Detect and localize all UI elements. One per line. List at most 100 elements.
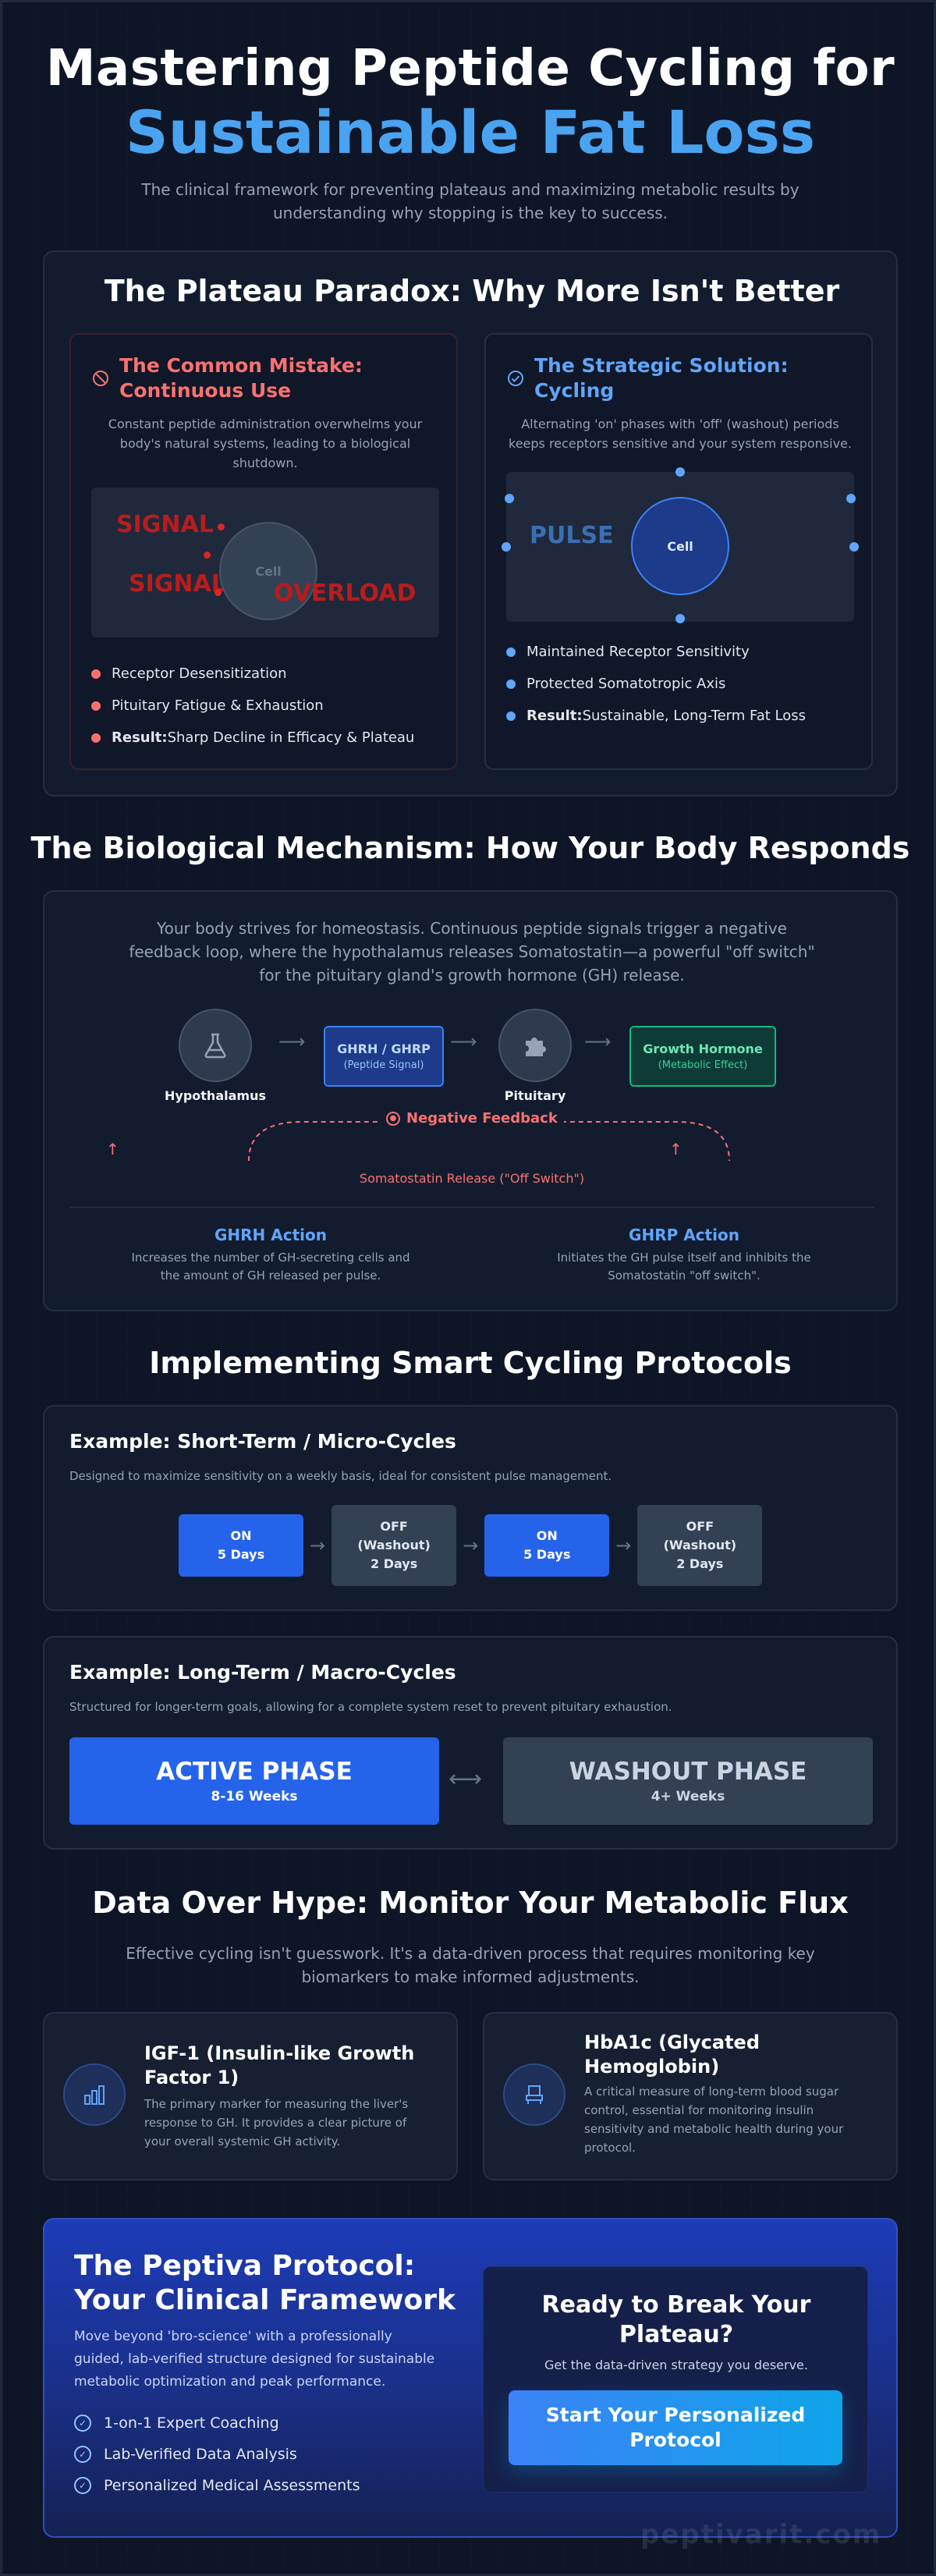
- bullet-dot: [91, 669, 101, 679]
- result-text: Sharp Decline in Efficacy & Plateau: [167, 729, 415, 746]
- step-line: 2 Days: [676, 1556, 724, 1571]
- arrow-right-icon: ⟶: [584, 1031, 612, 1052]
- hero-subtitle-line1: The clinical framework for preventing pl…: [141, 180, 800, 199]
- feature-text: Lab-Verified Data Analysis: [104, 2446, 297, 2463]
- solution-title-line1: The Strategic Solution:: [534, 354, 789, 377]
- somatostatin-label: Somatostatin Release ("Off Switch"): [359, 1171, 585, 1186]
- result-label: Result:: [526, 708, 583, 724]
- cta-desc-line1: Move beyond 'bro-science' with a profess…: [74, 2329, 392, 2344]
- start-protocol-button[interactable]: Start Your Personalized Protocol: [509, 2390, 842, 2465]
- solution-title: The Strategic Solution: Cycling: [534, 353, 789, 403]
- check-circle-icon: [506, 369, 525, 391]
- bullet-text: Receptor Desensitization: [112, 665, 287, 682]
- cta-title-line2: Your Clinical Framework: [74, 2284, 456, 2316]
- negative-feedback-label: ● Negative Feedback: [380, 1110, 564, 1127]
- bullet-text: Protected Somatotropic Axis: [526, 676, 726, 692]
- arrow-right-icon: →: [310, 1535, 326, 1556]
- feature-item: ✓Personalized Medical Assessments: [74, 2477, 360, 2494]
- cell-label: Cell: [667, 538, 693, 554]
- hba1c-desc-line3: sensitivity and metabolic health during …: [584, 2122, 844, 2136]
- minus-circle-icon: ●: [386, 1111, 400, 1126]
- protocols-title: Implementing Smart Cycling Protocols: [149, 1346, 792, 1380]
- cta-features: ✓1-on-1 Expert Coaching ✓Lab-Verified Da…: [74, 2415, 360, 2494]
- arrow-right-icon: →: [615, 1535, 632, 1556]
- mechanism-intro-line3: for the pituitary gland's growth hormone…: [259, 966, 685, 985]
- mistake-desc-line2: body's natural systems, leading to a bio…: [119, 436, 411, 451]
- mistake-desc-line3: shutdown.: [232, 456, 298, 470]
- active-phase-box: ACTIVE PHASE 8-16 Weeks: [69, 1737, 439, 1825]
- signal-dot: [218, 523, 225, 530]
- macro-cycle-panel: Example: Long-Term / Macro-Cycles Struct…: [43, 1636, 898, 1850]
- result-text: Sustainable, Long-Term Fat Loss: [582, 708, 807, 724]
- step-line: OFF: [686, 1519, 714, 1534]
- bullet-dot: [506, 679, 516, 689]
- check-icon: ✓: [74, 2415, 91, 2432]
- pulse-dot: [505, 494, 514, 503]
- ghrp-action-desc: Initiates the GH pulse itself and inhibi…: [505, 1249, 863, 1285]
- cta-box-sub: Get the data-driven strategy you deserve…: [544, 2358, 808, 2372]
- plateau-title: The Plateau Paradox: Why More Isn't Bett…: [104, 274, 840, 308]
- hba1c-desc-line4: protocol.: [584, 2141, 636, 2155]
- puzzle-icon: [498, 1009, 572, 1082]
- mechanism-intro-line1: Your body strives for homeostasis. Conti…: [157, 919, 787, 938]
- micro-desc: Designed to maximize sensitivity on a we…: [69, 1469, 612, 1483]
- mistake-desc-line1: Constant peptide administration overwhel…: [108, 417, 423, 431]
- solution-desc-line2: keeps receptors sensitive and your syste…: [509, 436, 852, 451]
- ghrh-action-line1: Increases the number of GH-secreting cel…: [131, 1251, 410, 1265]
- watermark: peptivarit.com: [640, 2519, 882, 2550]
- plateau-panel: The Plateau Paradox: Why More Isn't Bett…: [43, 250, 898, 797]
- flask-icon: [179, 1009, 252, 1082]
- step-line: ON: [230, 1528, 252, 1543]
- washout-phase-box: WASHOUT PHASE 4+ Weeks: [503, 1737, 873, 1825]
- cta-panel: The Peptiva Protocol: Your Clinical Fram…: [43, 2218, 898, 2538]
- hba1c-desc-line1: A critical measure of long-term blood su…: [584, 2085, 839, 2099]
- solution-title-line2: Cycling: [534, 379, 615, 402]
- double-arrow-icon: ⟷: [448, 1765, 483, 1793]
- step-line: (Washout): [663, 1538, 737, 1552]
- signal-label-2: SIGNAL: [129, 570, 226, 598]
- bullet-dot: [506, 711, 516, 721]
- cta-box-title-line1: Ready to Break Your: [541, 2291, 811, 2319]
- bullet-text: Maintained Receptor Sensitivity: [526, 644, 750, 660]
- ban-icon: [91, 369, 110, 391]
- data-intro-line1: Effective cycling isn't guesswork. It's …: [126, 1944, 815, 1963]
- ghrp-action-line2: Somatostatin "off switch".: [608, 1268, 760, 1283]
- mistake-title-line2: Continuous Use: [119, 379, 292, 402]
- mistake-title-line1: The Common Mistake:: [119, 354, 363, 377]
- bullet-text: Pituitary Fatigue & Exhaustion: [112, 697, 324, 714]
- solution-bullets: Maintained Receptor Sensitivity Protecte…: [506, 644, 806, 724]
- bullet-dot: [91, 701, 101, 711]
- feedback-loop-line: [248, 1121, 730, 1162]
- cycle-step-on: ON 5 Days: [179, 1514, 303, 1577]
- mistake-bullet: Pituitary Fatigue & Exhaustion: [91, 697, 414, 714]
- micro-cycle-panel: Example: Short-Term / Micro-Cycles Desig…: [43, 1405, 898, 1611]
- overload-visual: SIGNAL SIGNAL Cell OVERLOAD: [91, 488, 439, 637]
- mechanism-intro: Your body strives for homeostasis. Conti…: [76, 917, 868, 987]
- pituitary-label: Pituitary: [504, 1088, 566, 1103]
- micro-cycle-flow: ON 5 Days → OFF (Washout) 2 Days → ON 5 …: [179, 1505, 763, 1586]
- cell-label: Cell: [255, 563, 282, 579]
- igf-title-line1: IGF-1 (Insulin-like Growth: [144, 2042, 415, 2064]
- macro-title: Example: Long-Term / Macro-Cycles: [69, 1661, 456, 1684]
- signal-dot: [214, 589, 222, 596]
- igf-card: IGF-1 (Insulin-like Growth Factor 1) The…: [43, 2012, 458, 2180]
- pulse-dot: [849, 542, 859, 552]
- cta-title-line1: The Peptiva Protocol:: [74, 2250, 416, 2282]
- step-line: 5 Days: [217, 1547, 265, 1562]
- cta-box-title: Ready to Break Your Plateau?: [484, 2290, 869, 2350]
- check-icon: ✓: [74, 2477, 91, 2494]
- igf-desc-line2: response to GH. It provides a clear pict…: [144, 2116, 407, 2130]
- cta-box: Ready to Break Your Plateau? Get the dat…: [483, 2266, 868, 2493]
- mechanism-intro-line2: feedback loop, where the hypothalamus re…: [129, 942, 815, 961]
- washout-phase-sub: 4+ Weeks: [651, 1789, 725, 1804]
- hero-title-line2: Sustainable Fat Loss: [125, 98, 816, 167]
- mistake-card: The Common Mistake: Continuous Use Const…: [69, 333, 458, 770]
- step-line: 5 Days: [523, 1547, 571, 1562]
- gh-box-title: Growth Hormone: [643, 1041, 763, 1056]
- mechanism-title: The Biological Mechanism: How Your Body …: [30, 831, 910, 865]
- ghrh-action-desc: Increases the number of GH-secreting cel…: [91, 1249, 450, 1285]
- arrow-right-icon: ⟶: [278, 1031, 306, 1052]
- solution-desc: Alternating 'on' phases with 'off' (wash…: [502, 414, 859, 453]
- arrow-right-icon: ⟶: [450, 1031, 477, 1052]
